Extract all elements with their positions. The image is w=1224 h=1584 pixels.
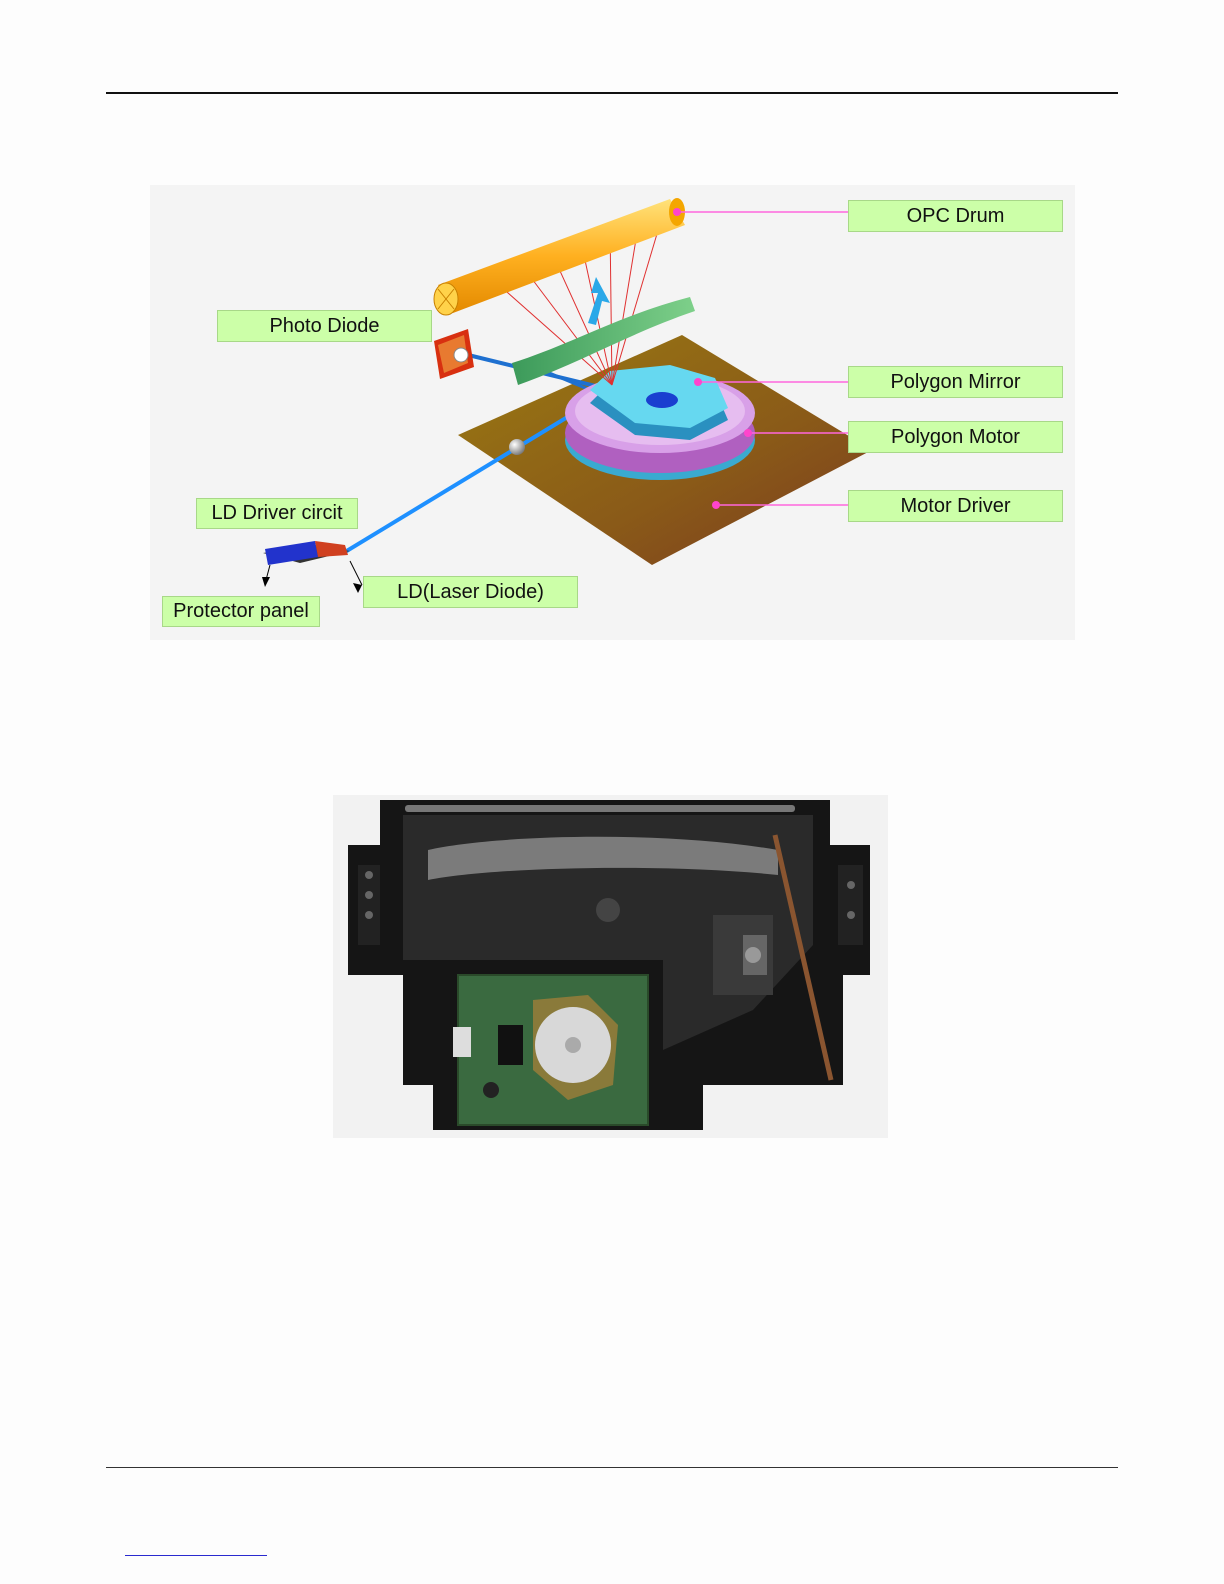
- mirror-hub: [646, 392, 678, 408]
- label-motor-driver: Motor Driver: [848, 490, 1063, 522]
- scanner-unit-illustration: [333, 795, 888, 1138]
- laser-scanner-unit-photo: [333, 795, 888, 1138]
- label-laser-diode: LD(Laser Diode): [363, 576, 578, 608]
- label-photo-diode: Photo Diode: [217, 310, 432, 342]
- header-rule: [106, 92, 1118, 94]
- scanner-illustration: [150, 185, 1075, 640]
- label-protector-panel: Protector panel: [162, 596, 320, 627]
- laser-scanner-diagram: OPC Drum Photo Diode Polygon Mirror Poly…: [150, 185, 1075, 640]
- label-polygon-motor: Polygon Motor: [848, 421, 1063, 453]
- footer-rule: [106, 1467, 1118, 1468]
- beam-lens-ball: [509, 439, 525, 455]
- label-ld-driver-circuit: LD Driver circit: [196, 498, 358, 529]
- label-opc-drum: OPC Drum: [848, 200, 1063, 232]
- footer-link-underline: [125, 1555, 267, 1556]
- label-polygon-mirror: Polygon Mirror: [848, 366, 1063, 398]
